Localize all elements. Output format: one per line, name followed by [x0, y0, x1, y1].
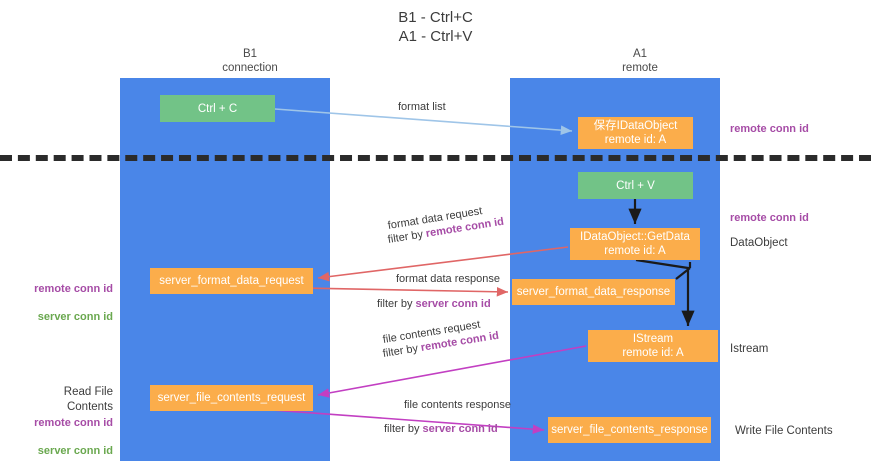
node-idataobject-getdata[interactable]: IDataObject::GetData remote id: A — [570, 228, 700, 260]
annotation-read-file-contents: Read File Contents — [63, 386, 113, 413]
edge-label-format-data-response-filter: filter by server conn id — [377, 297, 491, 312]
filter-prefix: filter by — [384, 423, 423, 435]
edge-label-format-list: format list — [398, 101, 446, 113]
annotation-remote-conn-id-top: remote conn id — [730, 123, 809, 135]
edge-label-file-contents-response: file contents response — [404, 399, 512, 411]
column-header-b1: B1 connection — [222, 48, 278, 74]
annotation-remote-conn-id: remote conn id — [34, 417, 113, 429]
node-ctrl-v[interactable]: Ctrl + V — [578, 172, 693, 199]
column-header-a1: A1 remote — [622, 48, 658, 74]
node-server-file-contents-request[interactable]: server_file_contents_request — [150, 385, 313, 411]
annotation-left-conn-ids-bottom: remote conn id server conn id — [18, 402, 113, 472]
annotation-remote-conn-id: remote conn id — [34, 283, 113, 295]
annotation-istream: Istream — [730, 343, 769, 355]
page-title: B1 - Ctrl+C A1 - Ctrl+V — [398, 9, 473, 45]
annotation-left-conn-ids-mid: remote conn id server conn id — [18, 268, 113, 338]
edge-label-file-contents-response-filter: filter by server conn id — [384, 422, 498, 437]
annotation-remote-conn-id-mid: remote conn id — [730, 212, 809, 224]
node-istream[interactable]: IStream remote id: A — [588, 330, 718, 362]
node-server-format-data-response[interactable]: server_format_data_response — [512, 279, 675, 305]
edge-label-format-data-response: format data response — [396, 273, 500, 285]
filter-key-server-conn-id: server conn id — [415, 298, 491, 310]
annotation-dataobject: DataObject — [730, 237, 788, 249]
annotation-write-file-contents: Write File Contents — [735, 425, 833, 437]
node-store-idataobject[interactable]: 保存IDataObject remote id: A — [578, 117, 693, 149]
filter-key-server-conn-id: server conn id — [422, 423, 498, 435]
phase-divider — [0, 155, 871, 161]
node-ctrl-c[interactable]: Ctrl + C — [160, 95, 275, 122]
node-server-format-data-request[interactable]: server_format_data_request — [150, 268, 313, 294]
annotation-server-conn-id: server conn id — [37, 445, 113, 457]
filter-prefix: filter by — [377, 298, 416, 310]
node-server-file-contents-response[interactable]: server_file_contents_response — [548, 417, 711, 443]
annotation-server-conn-id: server conn id — [37, 311, 113, 323]
